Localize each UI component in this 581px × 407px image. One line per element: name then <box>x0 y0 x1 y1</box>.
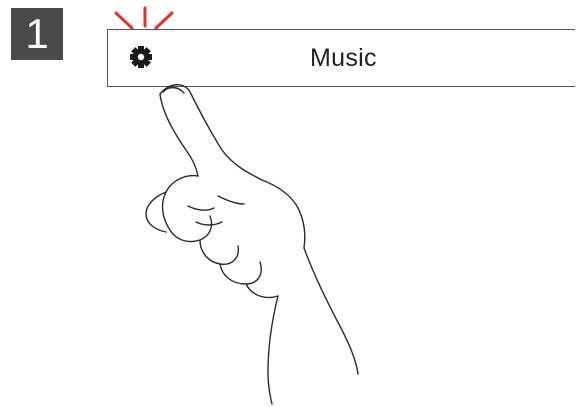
pointing-hand-illustration <box>0 0 581 407</box>
